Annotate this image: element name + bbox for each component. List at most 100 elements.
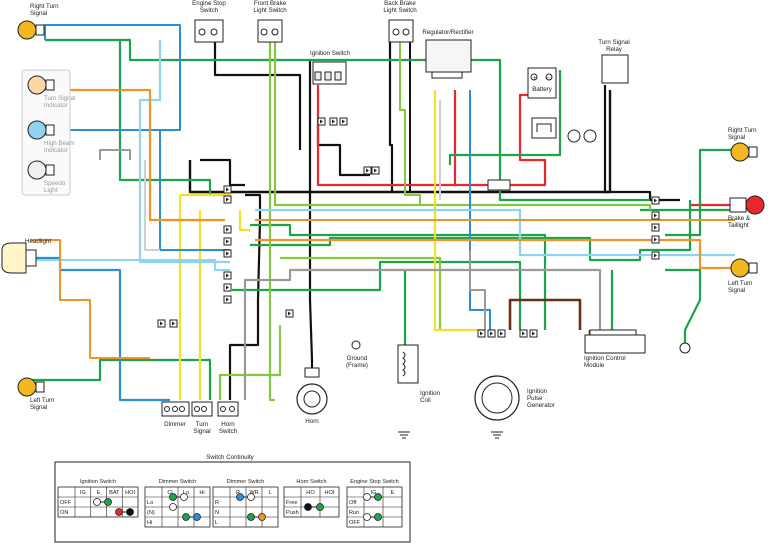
label-line: Switch: [219, 428, 238, 435]
wire: [255, 238, 735, 270]
wire: [40, 129, 230, 251]
label-line: Signal: [193, 428, 210, 435]
turn-signal-relay-box: [601, 54, 629, 84]
wire-connector-16-arrow: [654, 198, 657, 203]
wire-connector-20-arrow: [654, 253, 657, 258]
continuity-row-label: ON: [60, 510, 68, 516]
left-turn-signal-front-bulb: [17, 377, 37, 397]
battery-terminal-negative: [545, 73, 553, 81]
label-line: Back Brake: [384, 0, 416, 7]
ignition-coil-box: [397, 344, 419, 384]
wire-connector-0-arrow: [226, 187, 229, 192]
continuity-dot: [126, 508, 134, 516]
fuse-holder-box: [531, 117, 557, 139]
continuity-row-label: N: [215, 510, 219, 516]
wire: [232, 260, 522, 330]
wire: [250, 223, 547, 330]
wire: [188, 90, 612, 194]
continuity-row-label: OFF: [60, 500, 72, 506]
wire-connector-18-arrow: [654, 225, 657, 230]
ground-frame-label: Ground(Frame): [346, 355, 368, 369]
continuity-row-label: Off: [349, 500, 357, 506]
continuity-dot: [169, 493, 177, 501]
continuity-grid: [283, 486, 340, 518]
wire-connector-9-arrow: [374, 168, 377, 173]
label-line: Horn: [305, 418, 319, 425]
left-turn-signal-rear-bulb: [730, 258, 750, 278]
engine-stop-terminal-1: [198, 28, 206, 36]
continuity-header: E: [97, 490, 101, 496]
components: [1, 19, 765, 439]
continuity-dot: [258, 513, 266, 521]
ground-terminal-1: [567, 129, 581, 143]
wire-connector-8-arrow: [366, 168, 369, 173]
front-brake-terminal-2: [271, 28, 279, 36]
front-brake-switch-box: [257, 19, 283, 43]
continuity-dot: [104, 498, 112, 506]
continuity-title: Switch Continuity: [206, 454, 254, 461]
continuity-dot: [180, 493, 188, 501]
wire-connector-3-arrow: [226, 239, 229, 244]
wire: [448, 70, 562, 165]
headlight-lamp: [1, 242, 27, 274]
horn-connector: [304, 367, 320, 378]
wire: [388, 20, 394, 192]
right-turn-signal-front-bulb: [17, 20, 37, 40]
label-line: (Frame): [346, 362, 368, 369]
wire: [99, 149, 131, 160]
label-line: Ground: [347, 355, 368, 362]
wire: [273, 40, 652, 210]
label-line: Coil: [420, 397, 431, 404]
engine-stop-switch-box: [194, 19, 224, 43]
wire-connector-25-arrow: [532, 331, 535, 336]
handlebar-switch-terminal-5: [220, 406, 226, 412]
label-line: Horn: [221, 421, 235, 428]
wire-connector-6-arrow: [226, 285, 229, 290]
wire: [243, 268, 602, 400]
wire-connector-11-arrow: [332, 119, 335, 124]
continuity-header: HOI: [325, 490, 335, 496]
label-line: Light: [44, 187, 58, 194]
wire-connector-1-arrow: [226, 197, 229, 202]
wire: [665, 148, 735, 237]
label-line: Signal: [728, 134, 745, 141]
continuity-header: WR: [249, 490, 258, 496]
wire-connector-19-arrow: [654, 237, 657, 242]
wire-connector-5-arrow: [226, 273, 229, 278]
continuity-header: HOI: [125, 490, 135, 496]
turn-signal-indicator-bulb-socket: [45, 79, 55, 91]
wire: [238, 210, 250, 232]
wire: [30, 259, 230, 271]
continuity-row-label: Push: [286, 510, 299, 516]
wire-connector-17-arrow: [654, 213, 657, 218]
main-fuse: [487, 179, 511, 191]
continuity-table-name: Ignition Switch: [80, 479, 116, 485]
wire: [255, 208, 735, 257]
label-line: Turn Signal: [44, 95, 75, 102]
continuity-header: Hi: [199, 490, 204, 496]
ignition-switch-label: Ignition Switch: [310, 50, 350, 57]
wire: [316, 85, 495, 187]
continuity-row-label: Hi: [147, 520, 152, 526]
battery-minus: −: [546, 75, 550, 82]
speedo-light-bulb: [27, 160, 47, 180]
regulator-rectifier-label: Regulator/Rectifier: [422, 29, 473, 36]
wire-connector-23-arrow: [500, 331, 503, 336]
wire: [30, 256, 170, 402]
label-line: Left Turn: [728, 280, 753, 287]
label-line: Battery: [532, 86, 553, 93]
wire: [469, 90, 491, 330]
continuity-dot: [374, 513, 382, 521]
speedo-light-bulb-socket: [45, 164, 55, 176]
label-line: Headlight: [25, 238, 51, 245]
battery-box: [527, 67, 557, 99]
label-line: Engine Stop: [192, 0, 226, 7]
label-line: Generator: [527, 402, 555, 409]
continuity-table-name: Dimmer Switch: [159, 479, 197, 485]
